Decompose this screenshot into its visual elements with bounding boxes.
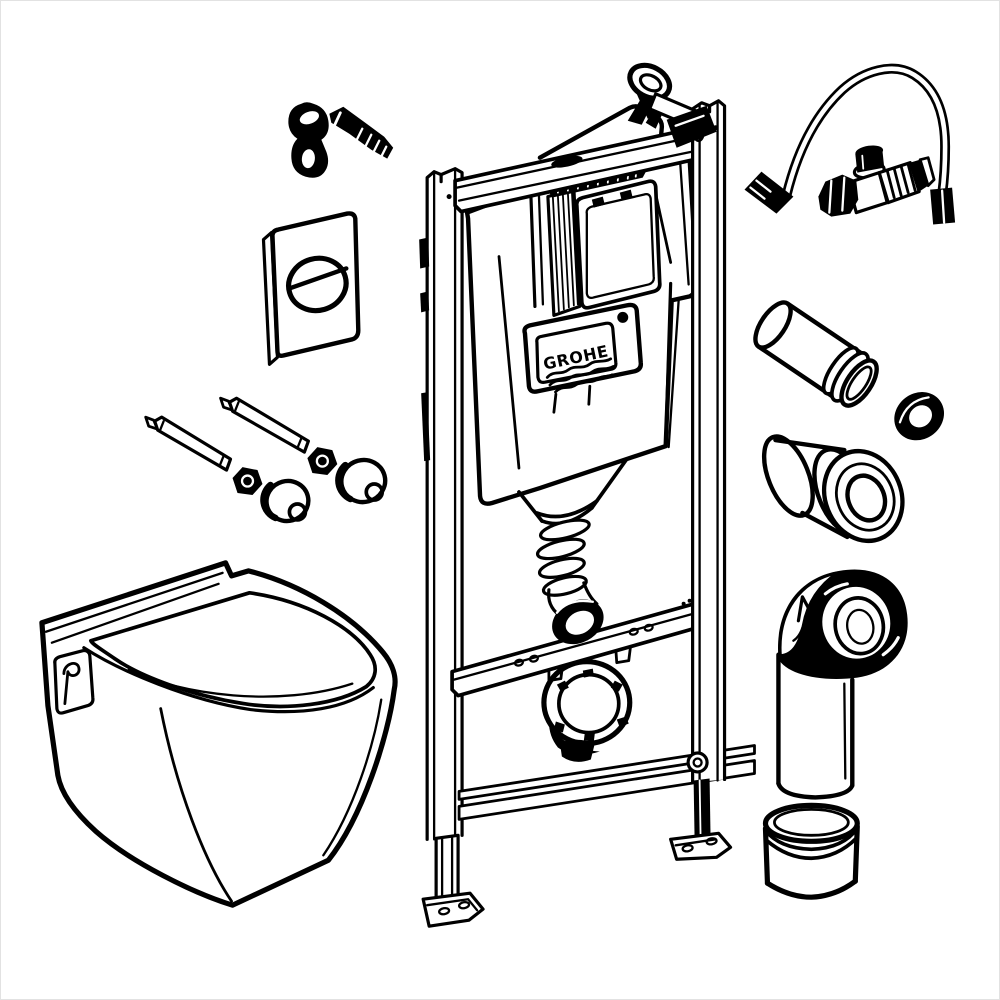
angle-valve-drawing	[818, 145, 936, 217]
frame-top-anchor-drawing	[627, 62, 717, 148]
connection-sleeve-drawing	[761, 434, 905, 544]
hex-nut	[307, 447, 338, 476]
seal-ring-drawing	[894, 392, 945, 441]
grohe-logo-waves	[545, 357, 613, 379]
protection-cap-drawing	[762, 802, 860, 900]
frame-right-rail	[669, 99, 733, 861]
installation-frame-drawing	[419, 99, 756, 928]
supply-hose-drawing	[744, 63, 956, 225]
toilet-seat-lid	[88, 590, 377, 709]
threaded-rod	[153, 415, 233, 472]
flush-button	[286, 255, 349, 314]
badge-dot	[617, 311, 629, 323]
drain-elbow-drawing	[776, 569, 908, 800]
drain-bracket-drawing	[541, 643, 633, 762]
flush-bend-outlet-ring	[552, 599, 604, 645]
frame-lower-crossbars	[457, 744, 756, 821]
hex-nut	[232, 467, 263, 496]
toilet-badge	[53, 648, 95, 715]
grohe-badge: GROHE	[522, 302, 644, 394]
flush-bend-pipe-drawing	[517, 457, 629, 617]
threaded-rod	[227, 396, 310, 454]
wall-anchor-with-bolt-drawing	[288, 102, 394, 178]
flush-actuator-plate-drawing	[261, 211, 361, 366]
threaded-rod-kit-drawing	[144, 396, 388, 524]
wall-hung-toilet-bowl-drawing	[39, 560, 398, 908]
flush-pipe-drawing	[753, 300, 879, 408]
